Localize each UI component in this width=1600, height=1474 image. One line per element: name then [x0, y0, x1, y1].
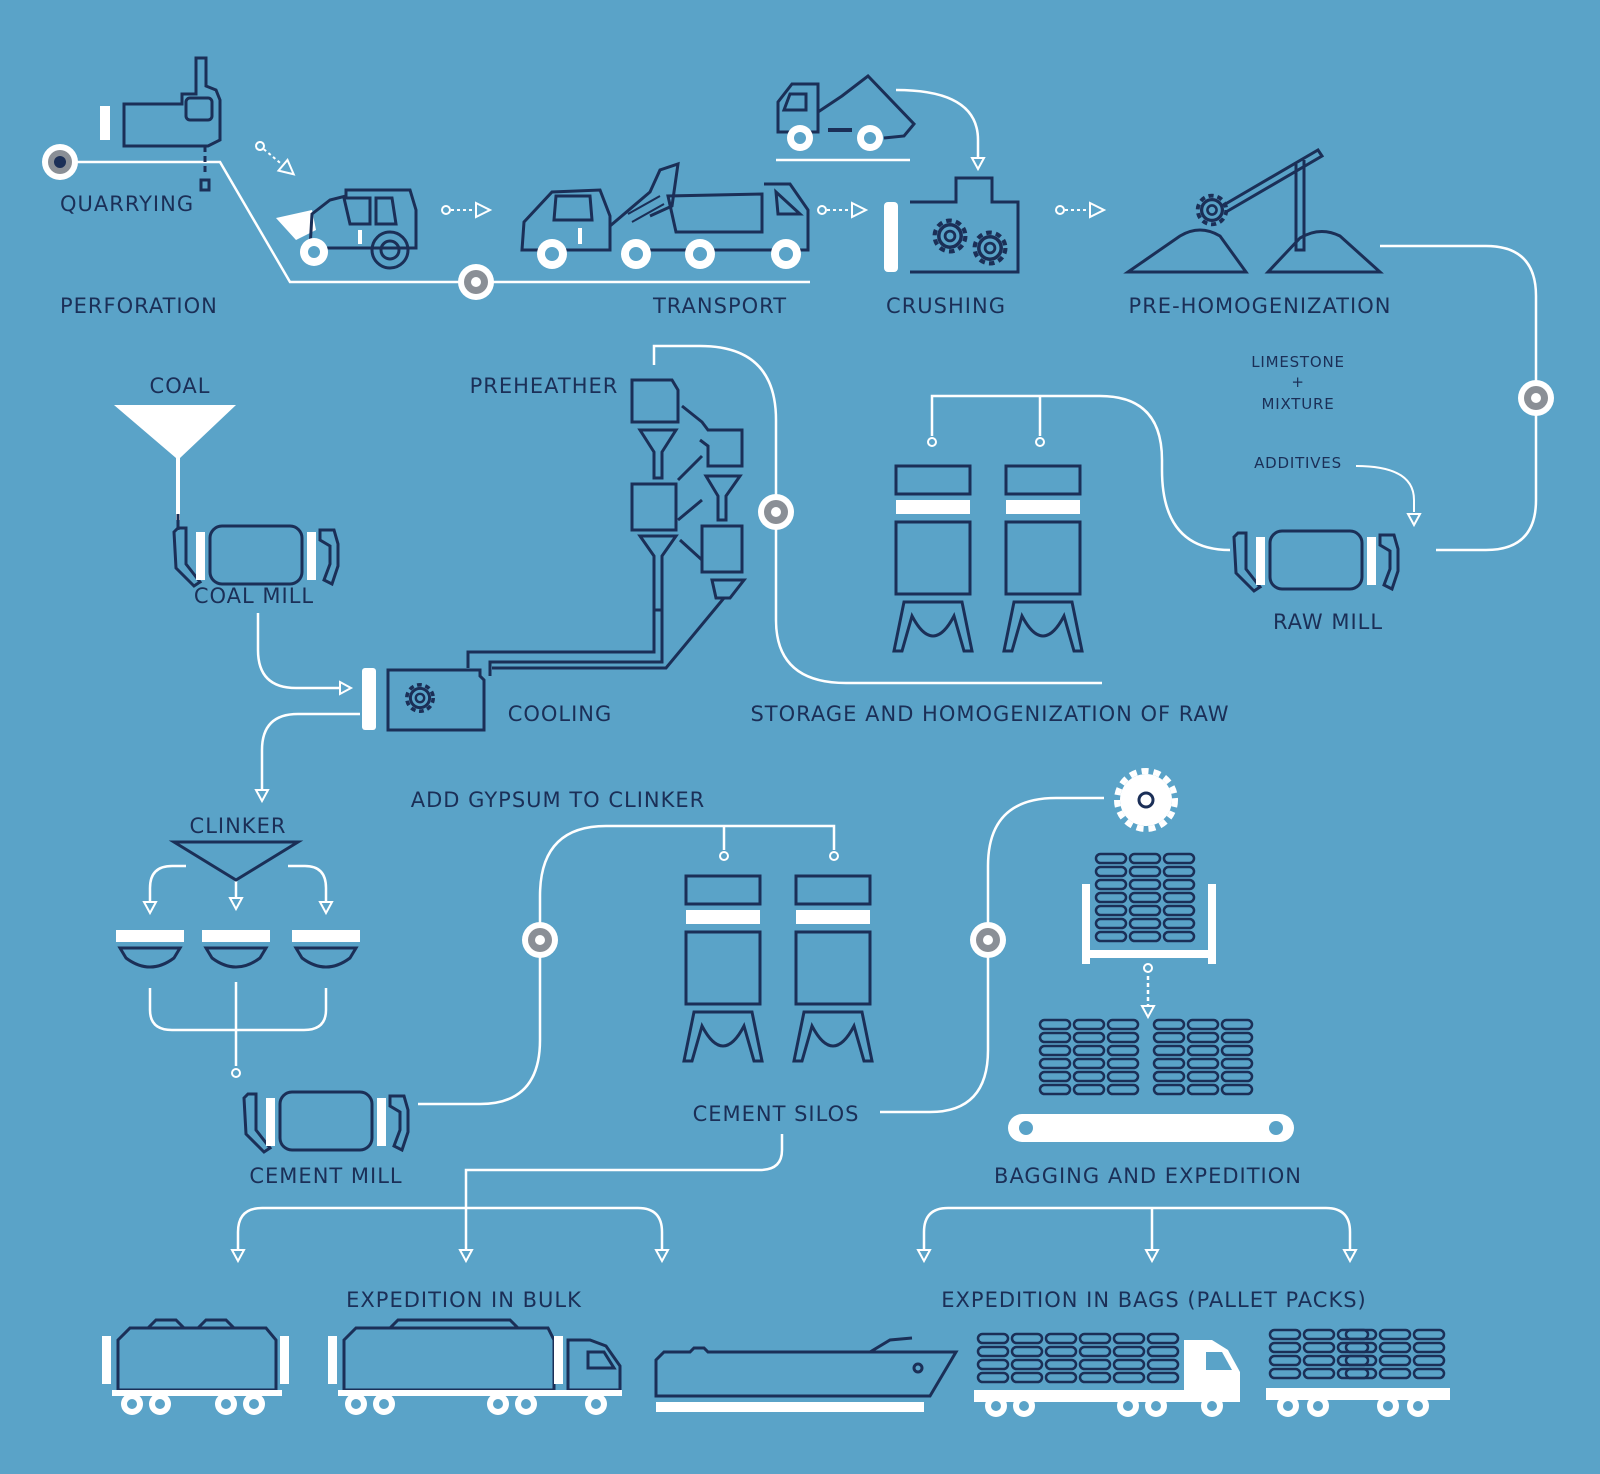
raw-silo-1-icon [892, 464, 974, 653]
label-quarrying: QUARRYING [60, 192, 195, 216]
flow-node-icon [42, 144, 78, 180]
label-crushing: CRUSHING [886, 294, 1006, 318]
label-limestone: LIMESTONE [1251, 353, 1345, 371]
loader-dump-truck-icon [520, 161, 810, 252]
line-dumptruck-crusher [895, 88, 980, 158]
line-silos-bagging [880, 796, 1104, 1114]
crusher-icon [884, 176, 1020, 274]
stacker-icon [1123, 147, 1384, 274]
clinker-hopper-icon [168, 840, 304, 882]
line-storage-preheater [652, 344, 1102, 685]
label-plus: + [1291, 373, 1305, 391]
line-rawmill-storage [930, 394, 1231, 552]
label-storage-homogenization: STORAGE AND HOMOGENIZATION OF RAW [750, 702, 1230, 726]
line-bags-branch [922, 1206, 1352, 1250]
label-additives: ADDITIVES [1254, 454, 1342, 472]
ship-icon [654, 1336, 959, 1398]
label-expedition-bags: EXPEDITION IN BAGS (PALLET PACKS) [941, 1288, 1367, 1312]
label-pre-homogenization: PRE-HOMOGENIZATION [1128, 294, 1392, 318]
label-bagging-expedition: BAGGING AND EXPEDITION [994, 1164, 1302, 1188]
line-cooling-clinker [260, 712, 360, 790]
label-clinker: CLINKER [189, 814, 287, 838]
preheater-tower-icon [466, 378, 748, 676]
label-mixture: MIXTURE [1261, 395, 1335, 413]
label-transport: TRANSPORT [652, 294, 788, 318]
bagging-gear-icon [1114, 768, 1178, 832]
label-coal-mill: COAL MILL [193, 584, 315, 608]
drill-rig-icon [100, 56, 222, 192]
pallet-stack-icon [1082, 852, 1216, 964]
raw-silo-2-icon [1002, 464, 1084, 653]
line-cementmill-silos [418, 824, 836, 1106]
label-cement-silos: CEMENT SILOS [692, 1102, 860, 1126]
label-preheather: PREHEATHER [469, 374, 619, 398]
rail-wagon-icon [102, 1318, 289, 1392]
coal-mill-icon [172, 524, 340, 588]
line-coalmill-cooling [256, 613, 340, 690]
label-coal: COAL [149, 374, 211, 398]
label-cement-mill: CEMENT MILL [249, 1164, 403, 1188]
cooler-icon [362, 668, 486, 732]
wheel-loader-icon [276, 188, 418, 270]
label-cooling: COOLING [507, 702, 613, 726]
pallet-truck-icon [974, 1332, 1240, 1402]
line-quarry [60, 160, 810, 284]
label-expedition-bulk: EXPEDITION IN BULK [346, 1288, 582, 1312]
cement-mill-icon [242, 1090, 410, 1154]
pallet-trailer-icon [1266, 1328, 1450, 1400]
line-silos-bulk [464, 1134, 784, 1250]
label-raw-mill: RAW MILL [1272, 610, 1384, 634]
line-prehomo-rawmill [1380, 244, 1538, 552]
tanker-truck-icon [328, 1318, 622, 1392]
cement-silo-1-icon [682, 874, 764, 1063]
raw-mill-icon [1232, 529, 1400, 593]
cement-silo-2-icon [792, 874, 874, 1063]
conveyor-bags-icon [1008, 1018, 1294, 1142]
label-add-gypsum: ADD GYPSUM TO CLINKER [410, 788, 706, 812]
coal-funnel-icon [114, 405, 236, 520]
label-perforation: PERFORATION [60, 294, 218, 318]
